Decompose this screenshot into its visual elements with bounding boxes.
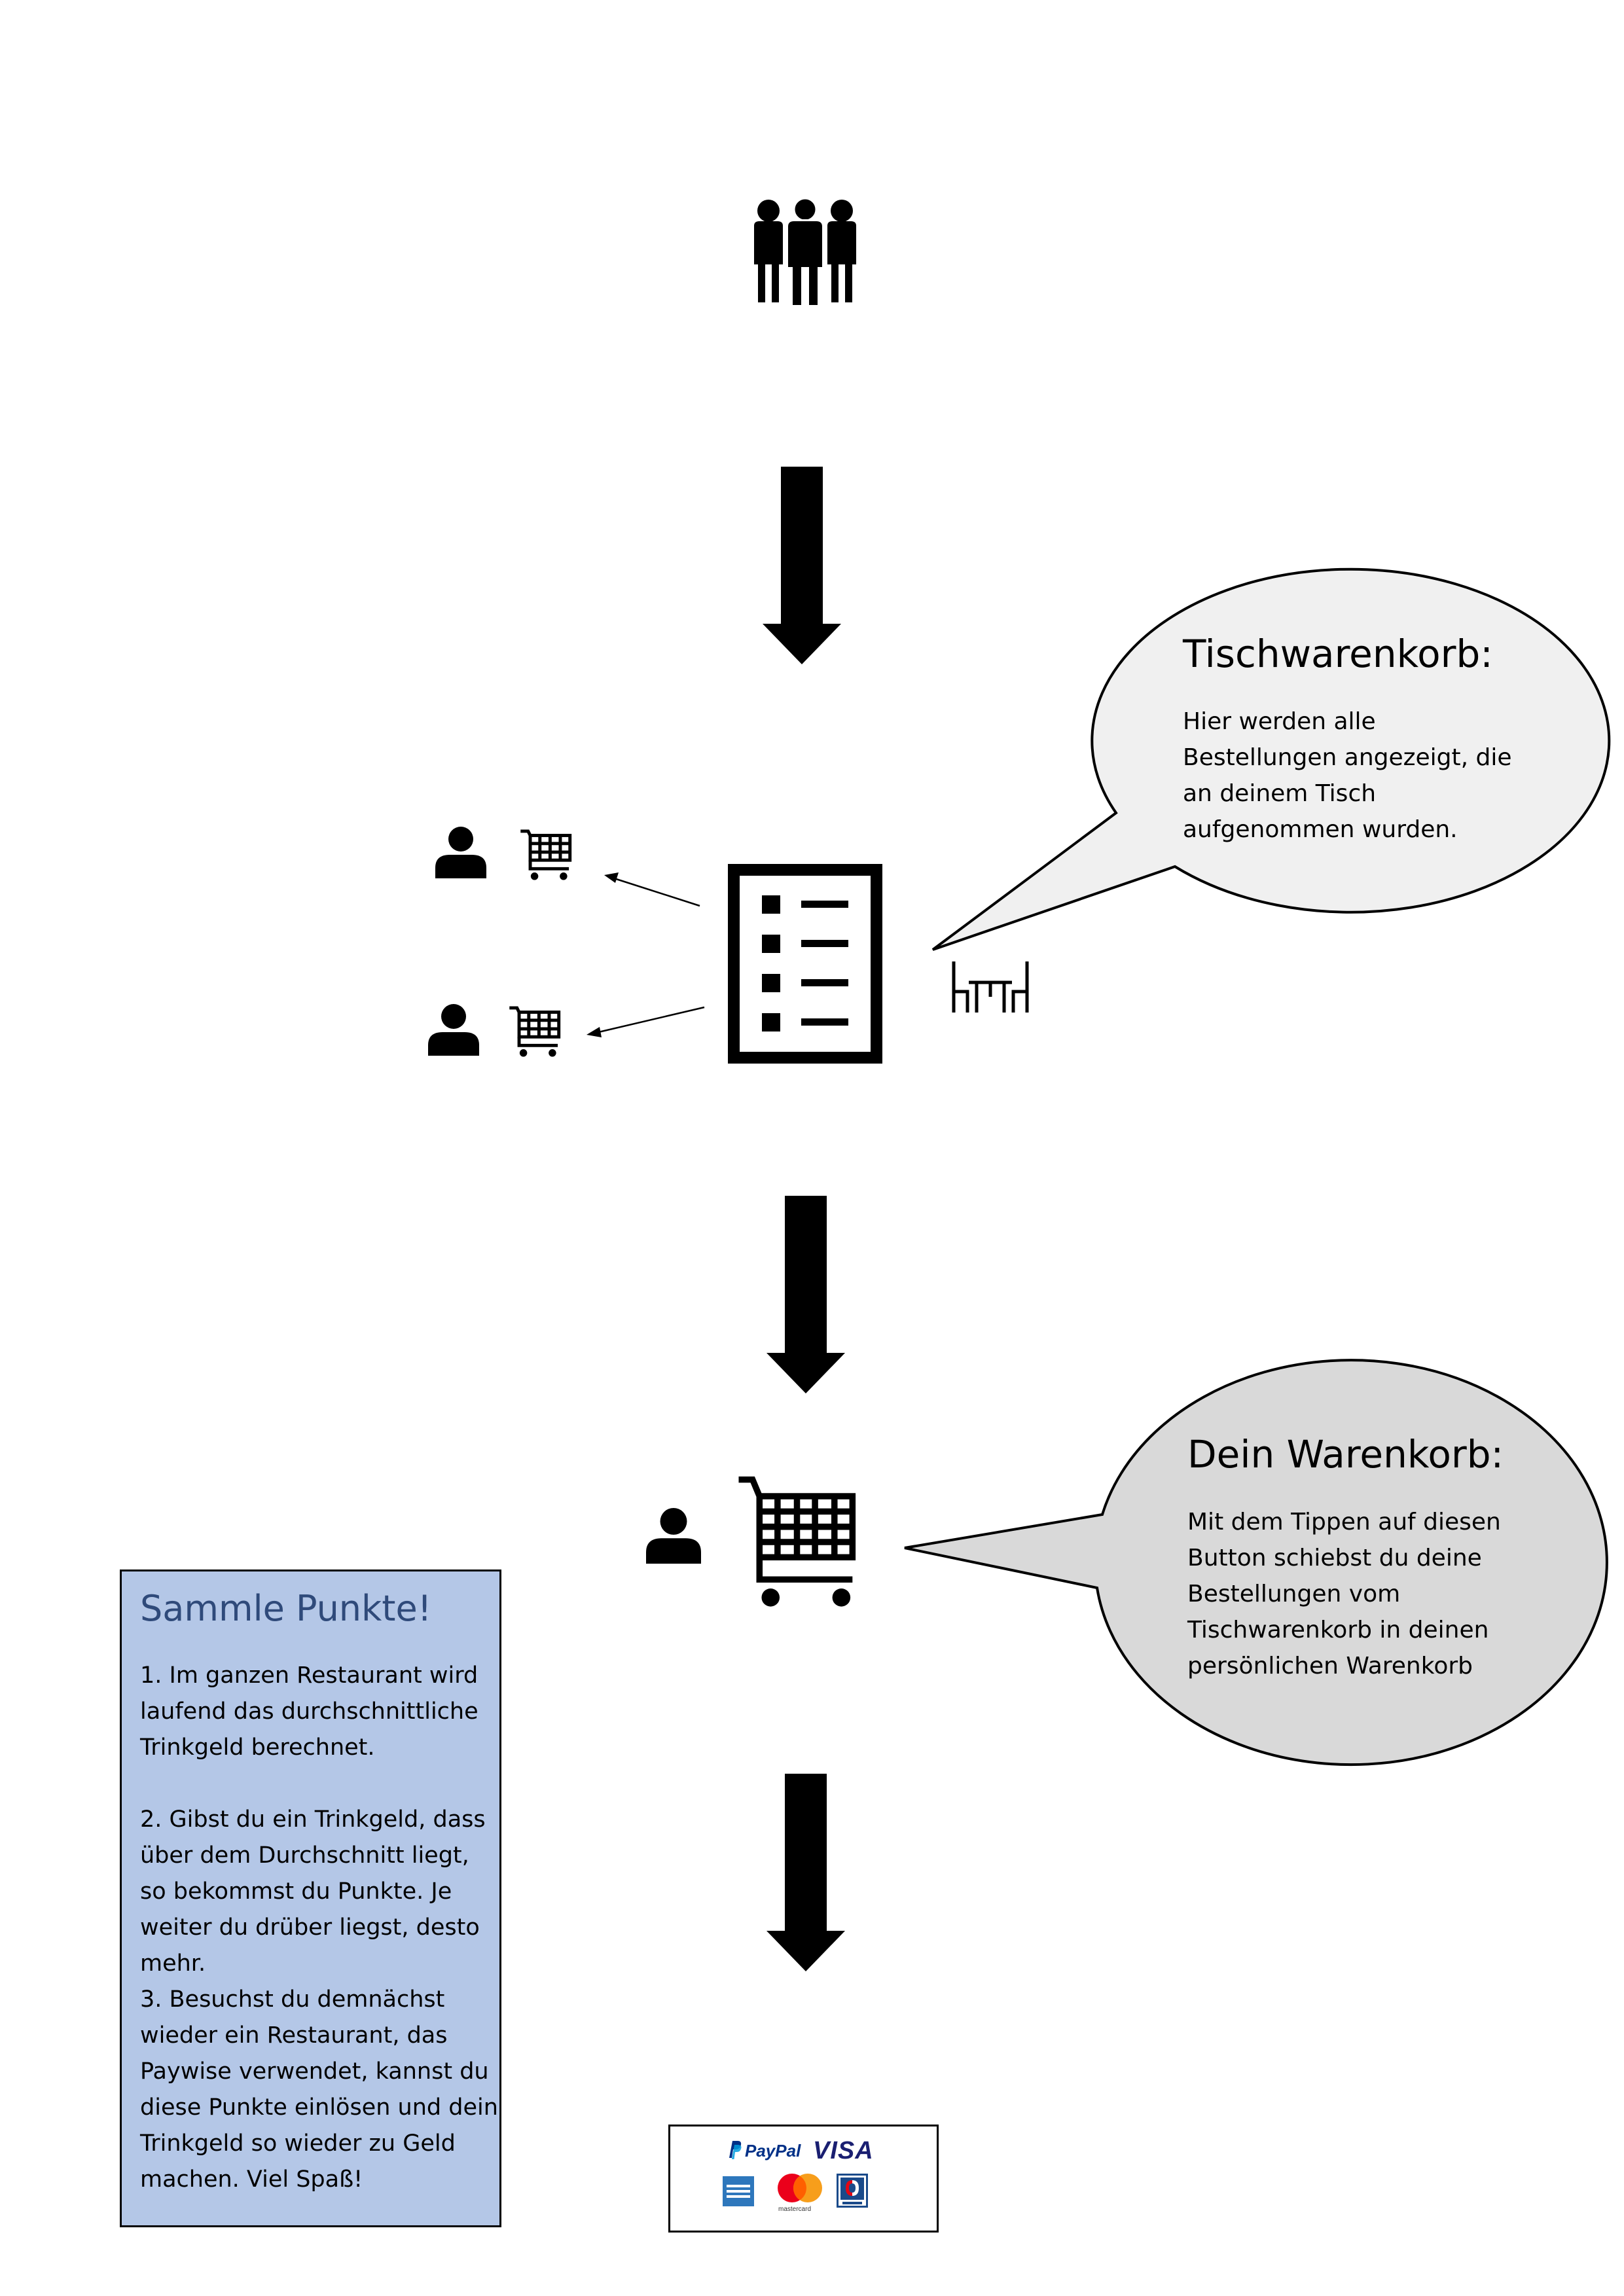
table-cart-line: Bestellungen angezeigt, die bbox=[1183, 744, 1512, 771]
table-cart-title: Tischwarenkorb: bbox=[1183, 632, 1493, 676]
arrow-to-upper-person bbox=[611, 876, 700, 907]
collect-points-title: Sammle Punkte! bbox=[140, 1588, 432, 1629]
points-line: Trinkgeld so wieder zu Geld bbox=[140, 2130, 456, 2157]
visa-icon: VISA bbox=[813, 2137, 874, 2164]
points-line: laufend das durchschnittliche bbox=[140, 1698, 478, 1725]
amex-icon bbox=[723, 2176, 754, 2206]
person-icon bbox=[435, 827, 486, 878]
points-line: über dem Durchschnitt liegt, bbox=[140, 1842, 469, 1869]
table-chairs-icon bbox=[952, 961, 1029, 1013]
table-cart-line: an deinem Tisch bbox=[1183, 780, 1377, 807]
group-people-icon bbox=[754, 196, 856, 307]
person-icon bbox=[646, 1508, 701, 1564]
paypal-label: PayPal bbox=[745, 2141, 801, 2161]
arrow-head-lower bbox=[586, 1027, 602, 1037]
points-line: weiter du drüber liegst, desto bbox=[140, 1914, 480, 1941]
your-cart-line: Bestellungen vom bbox=[1187, 1581, 1401, 1607]
flow-arrow-down-2 bbox=[767, 1196, 845, 1393]
points-line: 2. Gibst du ein Trinkgeld, dass bbox=[140, 1806, 486, 1833]
payment-methods-box[interactable]: PayPal VISA mastercard bbox=[668, 2125, 939, 2233]
table-cart-line: Hier werden alle bbox=[1183, 708, 1376, 735]
your-cart-line: Button schiebst du deine bbox=[1187, 1545, 1482, 1571]
paypal-icon bbox=[729, 2141, 742, 2159]
your-cart-button-icon[interactable] bbox=[733, 1473, 872, 1611]
points-line: mehr. bbox=[140, 1950, 206, 1977]
shopping-cart-icon bbox=[520, 829, 572, 880]
your-cart-line: Tischwarenkorb in deinen bbox=[1187, 1617, 1489, 1643]
points-line: 3. Besuchst du demnächst bbox=[140, 1986, 445, 2013]
collect-points-box: Sammle Punkte! 1. Im ganzen Restaurant w… bbox=[120, 1570, 501, 2227]
table-cart-description: Hier werden alle Bestellungen angezeigt,… bbox=[1183, 704, 1512, 848]
points-line: machen. Viel Spaß! bbox=[140, 2166, 363, 2193]
points-paragraph-1: 1. Im ganzen Restaurant wird laufend das… bbox=[140, 1658, 494, 1766]
points-line: so bekommst du Punkte. Je bbox=[140, 1878, 452, 1905]
order-list-icon bbox=[728, 864, 882, 1064]
points-line: wieder ein Restaurant, das bbox=[140, 2022, 448, 2049]
your-cart-speech-bubble bbox=[904, 1359, 1608, 1767]
ec-icon bbox=[837, 2174, 868, 2208]
points-line: 1. Im ganzen Restaurant wird bbox=[140, 1662, 478, 1689]
points-line: diese Punkte einlösen und dein bbox=[140, 2094, 498, 2121]
your-cart-description: Mit dem Tippen auf diesen Button schiebs… bbox=[1187, 1504, 1501, 1684]
flow-arrow-down-1 bbox=[763, 467, 841, 664]
flow-arrow-down-3 bbox=[767, 1774, 845, 1971]
shopping-cart-icon bbox=[509, 1006, 561, 1057]
table-cart-speech-bubble bbox=[931, 567, 1611, 951]
points-line: Trinkgeld berechnet. bbox=[140, 1734, 375, 1761]
arrow-to-lower-person bbox=[595, 1006, 705, 1034]
your-cart-line: Mit dem Tippen auf diesen bbox=[1187, 1509, 1501, 1535]
mastercard-label: mastercard bbox=[778, 2206, 812, 2213]
points-paragraph-2: 2. Gibst du ein Trinkgeld, dass über dem… bbox=[140, 1802, 494, 1982]
points-paragraph-3: 3. Besuchst du demnächst wieder ein Rest… bbox=[140, 1982, 498, 2198]
your-cart-title: Dein Warenkorb: bbox=[1187, 1432, 1504, 1477]
table-cart-line: aufgenommen wurden. bbox=[1183, 816, 1458, 843]
your-cart-line: persönlichen Warenkorb bbox=[1187, 1653, 1473, 1679]
arrow-head-upper bbox=[604, 872, 619, 883]
mastercard-icon bbox=[778, 2174, 822, 2202]
points-line: Paywise verwendet, kannst du bbox=[140, 2058, 489, 2085]
person-icon bbox=[428, 1004, 479, 1056]
